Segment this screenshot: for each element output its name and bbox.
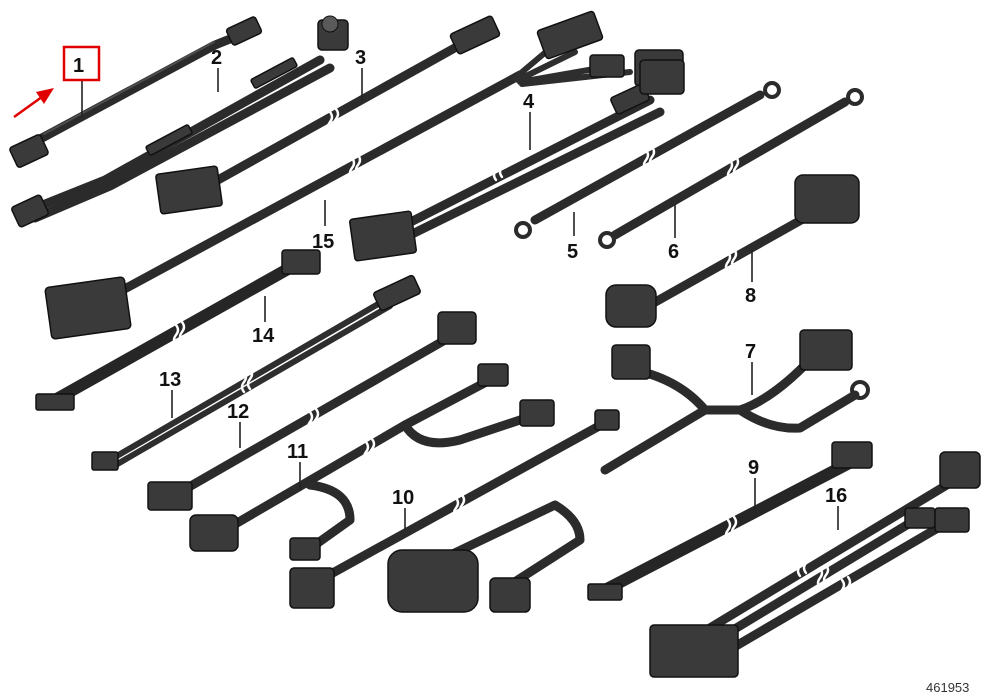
part-3-cable[interactable]	[155, 15, 501, 215]
leader-lines	[81, 68, 839, 530]
part-16-harness[interactable]	[649, 451, 981, 678]
part-number-label[interactable]: 4	[523, 91, 535, 113]
part-9-flat-cable[interactable]	[587, 441, 873, 601]
part-labels: 1 2 3 4 5 6 7 8 9 10 11 12 13 14 15 16	[73, 47, 847, 509]
part-number-label[interactable]: 1	[73, 55, 84, 77]
part-number-label[interactable]: 12	[227, 401, 249, 423]
part-number-label[interactable]: 5	[567, 241, 578, 263]
part-number-label[interactable]: 3	[355, 47, 366, 69]
part-8-cable[interactable]	[605, 174, 860, 328]
part-10-harness[interactable]	[289, 409, 620, 613]
part-7-harness[interactable]	[600, 329, 870, 475]
highlight-arrow-icon	[13, 88, 54, 119]
part-5-ground-cable[interactable]	[514, 81, 781, 239]
highlight-box	[62, 45, 101, 82]
part-number-label[interactable]: 10	[392, 487, 414, 509]
part-number-label[interactable]: 16	[825, 485, 847, 507]
part-14-flat-cable[interactable]	[35, 249, 321, 411]
part-number-label[interactable]: 6	[668, 241, 679, 263]
part-number-label[interactable]: 8	[745, 285, 756, 307]
part-number-label[interactable]: 2	[211, 47, 222, 69]
part-number-label[interactable]: 11	[287, 441, 308, 463]
part-number-label[interactable]: 9	[748, 457, 759, 479]
part-11-harness[interactable]	[189, 363, 555, 561]
part-12-cable[interactable]	[147, 311, 477, 511]
part-number-label[interactable]: 15	[312, 231, 334, 253]
part-number-label[interactable]: 13	[159, 369, 181, 391]
part-2-cable[interactable]	[11, 15, 349, 228]
sheet-number: 461953	[926, 680, 969, 695]
part-number-label[interactable]: 7	[745, 341, 756, 363]
part-1-cable[interactable]	[9, 16, 263, 168]
part-4-cable[interactable]	[349, 59, 685, 262]
part-number-label[interactable]: 14	[252, 325, 275, 347]
part-13-cable[interactable]	[91, 274, 421, 471]
part-6-ground-cable[interactable]	[598, 88, 864, 249]
